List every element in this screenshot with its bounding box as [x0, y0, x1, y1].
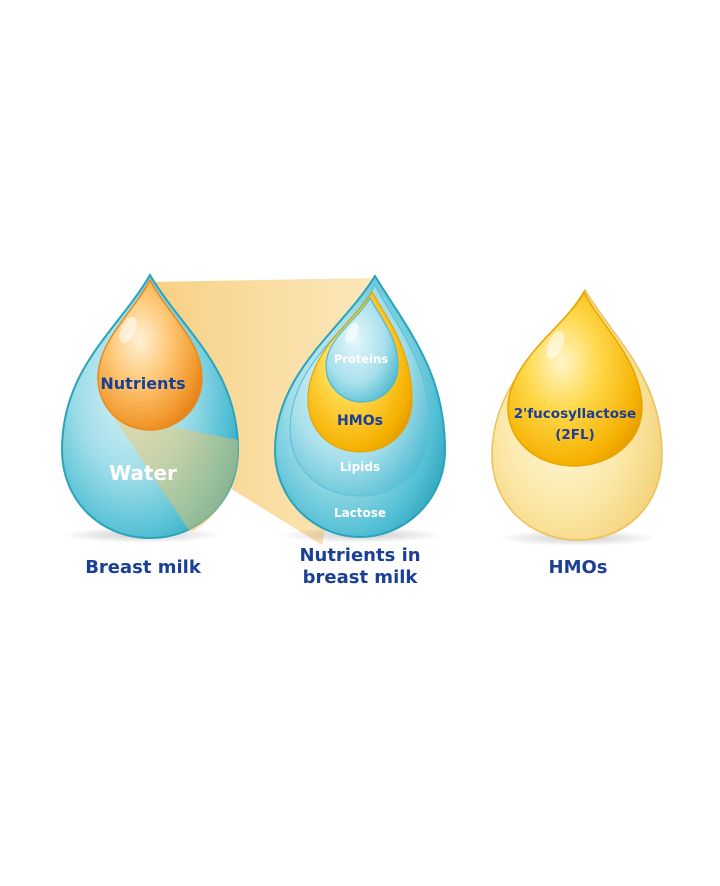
lactose-label: Lactose	[334, 506, 386, 520]
2fl-drop	[507, 290, 643, 467]
lipids-label: Lipids	[340, 460, 380, 474]
nutrients-caption-line2: breast milk	[303, 567, 419, 588]
nutrients-drop	[97, 278, 203, 431]
breast-milk-caption: Breast milk	[85, 557, 202, 578]
2fl-label-line1: 2'fucosyllactose	[514, 406, 636, 422]
hmos-layer-label: HMOs	[337, 413, 383, 429]
nutrients-in-breast-milk-drop: Proteins HMOs Lipids Lactose	[273, 274, 447, 543]
water-label: Water	[109, 461, 177, 485]
breast-milk-drop: Nutrients Water	[60, 273, 240, 543]
proteins-label: Proteins	[334, 352, 388, 366]
hmos-drop: 2'fucosyllactose (2FL)	[491, 288, 663, 546]
2fl-label-line2: (2FL)	[555, 427, 595, 443]
hmos-caption: HMOs	[549, 557, 608, 578]
nutrients-label: Nutrients	[100, 374, 185, 393]
proteins-layer	[325, 296, 399, 403]
nutrients-caption-line1: Nutrients in	[299, 545, 420, 566]
